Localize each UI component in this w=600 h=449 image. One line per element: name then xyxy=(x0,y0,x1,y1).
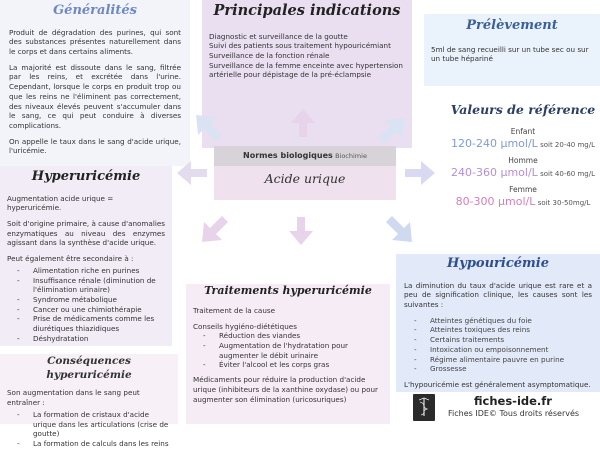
ref-main-homme: 240-360 µmol/L xyxy=(450,165,538,179)
hypouricemie-panel: Hypouricémie La diminution du taux d'aci… xyxy=(396,254,600,392)
prelevement-title: Prélèvement xyxy=(466,18,558,33)
list-item: Éviter l'alcool et les corps gras xyxy=(193,360,383,370)
indications-title: Principales indications xyxy=(213,2,401,19)
traitements-p3: Médicaments pour réduire la production d… xyxy=(193,375,378,404)
hyperuricemie-p1: Augmentation acide urique = hyperuricémi… xyxy=(7,193,114,213)
traitements-title: Traitements hyperuricémie xyxy=(204,284,372,297)
arrow-right-icon xyxy=(405,161,435,185)
list-item: Déshydratation xyxy=(7,334,165,344)
arrow-up-left-icon xyxy=(196,115,222,141)
list-item: Insuffisance rénale (diminution de l'éli… xyxy=(7,276,165,295)
list-item: Réduction des viandes xyxy=(193,331,383,341)
ref-label-enfant: Enfant xyxy=(510,126,536,136)
generalites-title: Généralités xyxy=(53,3,137,18)
list-item: Grossesse xyxy=(404,364,592,374)
generalites-p3: On appelle le taux dans le sang d'acide … xyxy=(9,136,181,156)
hypouricemie-causes: Atteintes génétiques du foie Atteintes t… xyxy=(404,316,592,374)
hyperuricemie-title: Hyperuricémie xyxy=(31,169,141,184)
consequences-panel: Conséquences hyperuricémie Son augmentat… xyxy=(0,354,178,448)
traitements-p1: Traitement de la cause xyxy=(193,305,276,315)
footer-copyright: Fiches IDE© Tous droits réservés xyxy=(448,409,580,418)
generalites-p1: Produit de dégradation des purines, qui … xyxy=(9,27,181,56)
indication-item: Suivi des patients sous traitement hypou… xyxy=(209,41,391,51)
indication-item: Diagnostic et surveillance de la goutte xyxy=(209,31,348,41)
ref-conv-femme: soit 30-50mg/L xyxy=(537,198,591,207)
prelevement-panel: Prélèvement 5ml de sang recueilli sur un… xyxy=(424,14,600,86)
arrow-left-icon xyxy=(177,161,207,185)
center-card: Normes biologiques Biochimie Acide uriqu… xyxy=(214,146,396,200)
ref-value-enfant: 120-240 µmol/L soit 20-40 mg/L xyxy=(446,137,600,152)
hypouricemie-outro: L'hypouricémie est généralement asymptom… xyxy=(404,380,591,390)
hyperuricemie-p3: Peut également être secondaire à : xyxy=(7,254,134,264)
list-item: Cancer ou une chimiothérapie xyxy=(7,305,165,315)
list-item: Régime alimentaire pauvre en purine xyxy=(404,355,592,365)
center-category: Biochimie xyxy=(335,152,367,160)
arrow-up-right-icon xyxy=(378,118,404,144)
fiches-ide-logo xyxy=(413,394,435,421)
hypouricemie-intro: La diminution du taux d'acide urique est… xyxy=(404,280,592,309)
ref-label-homme: Homme xyxy=(508,155,538,165)
generalites-p2: La majorité est dissoute dans le sang, f… xyxy=(9,62,181,131)
ref-main-enfant: 120-240 µmol/L xyxy=(450,137,538,150)
list-item: Syndrome métabolique xyxy=(7,295,165,305)
list-item: Prise de médicaments comme les diurétiqu… xyxy=(7,314,165,333)
arrow-down-icon xyxy=(289,217,313,245)
ref-value-homme: 240-360 µmol/L soit 40-60 mg/L xyxy=(446,166,600,181)
list-item: La formation de cristaux d'acide urique … xyxy=(7,410,171,439)
list-item: Certains traitements xyxy=(404,335,592,345)
generalites-panel: Généralités Produit de dégradation des p… xyxy=(0,0,190,166)
list-item: Alimentation riche en purines xyxy=(7,266,165,276)
ref-label-femme: Femme xyxy=(509,184,537,194)
hyperuricemie-p2: Soit d'origine primaire, à cause d'anoma… xyxy=(7,218,165,248)
ref-main-femme: 80-300 µmol/L xyxy=(455,194,536,208)
consequences-intro: Son augmentation dans le sang peut entra… xyxy=(7,388,140,408)
list-item: Atteintes toxiques des reins xyxy=(404,325,592,335)
consequences-list: La formation de cristaux d'acide urique … xyxy=(7,410,171,449)
ref-conv-homme: soit 40-60 mg/L xyxy=(540,169,596,178)
references-panel: Valeurs de référence Enfant 120-240 µmol… xyxy=(446,102,600,230)
hyperuricemie-panel: Hyperuricémie Augmentation acide urique … xyxy=(0,166,172,346)
center-title: Acide urique xyxy=(264,171,346,186)
caduceus-icon xyxy=(418,397,430,416)
indication-item: Surveillance de la fonction rénale xyxy=(209,51,330,60)
prelevement-text: 5ml de sang recueilli sur un tube sec ou… xyxy=(431,44,589,64)
indication-item: Surveillance de la femme enceinte avec h… xyxy=(209,60,403,80)
hyperuricemie-causes: Alimentation riche en purines Insuffisan… xyxy=(7,266,165,344)
consequences-title: Conséquences hyperuricémie xyxy=(46,355,132,382)
arrow-down-left-icon xyxy=(202,216,228,242)
center-header: Normes biologiques Biochimie xyxy=(214,146,396,166)
list-item: Atteintes génétiques du foie xyxy=(404,316,592,326)
traitements-panel: Traitements hyperuricémie Traitement de … xyxy=(186,284,390,424)
ref-conv-enfant: soit 20-40 mg/L xyxy=(540,141,596,149)
center-header-title: Normes biologiques xyxy=(243,151,333,160)
list-item: La formation de calculs dans les reins xyxy=(7,439,171,449)
footer-brand[interactable]: fiches-ide.fr xyxy=(474,394,552,408)
arrow-down-right-icon xyxy=(386,216,412,242)
traitements-p2: Conseils hygiéno-diététiques xyxy=(193,321,297,331)
arrow-up-icon xyxy=(291,109,315,137)
list-item: Intoxication ou empoisonnement xyxy=(404,345,592,355)
ref-value-femme: 80-300 µmol/L soit 30-50mg/L xyxy=(446,195,600,210)
references-title: Valeurs de référence xyxy=(450,102,596,117)
traitements-list: Réduction des viandes Augmentation de l'… xyxy=(193,331,383,370)
hypouricemie-title: Hypouricémie xyxy=(447,256,549,271)
list-item: Augmentation de l'hydratation pour augme… xyxy=(193,341,383,360)
